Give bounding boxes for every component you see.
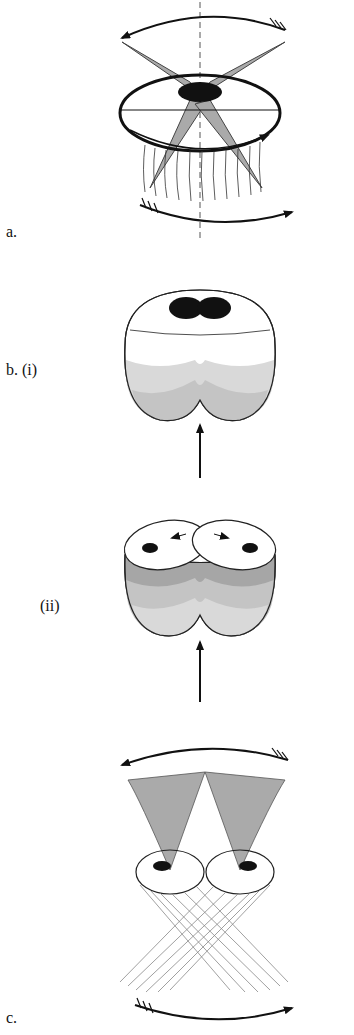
cell-shape	[120, 514, 279, 636]
ring-arrow	[130, 130, 268, 149]
panel-label: c.	[6, 1010, 17, 1026]
cilia	[120, 885, 288, 992]
ring	[120, 75, 280, 151]
arrow-feathers	[142, 198, 158, 213]
rotation-arrow	[140, 205, 292, 222]
arrow-feathers	[270, 18, 286, 30]
rotation-arrow	[122, 749, 288, 765]
panel-label: a.	[6, 224, 17, 240]
ring-line	[121, 110, 279, 111]
panel-label: (ii)	[40, 598, 60, 614]
arrow-feathers	[137, 998, 153, 1013]
split-arrow	[172, 534, 186, 538]
cell-shape	[125, 290, 275, 421]
panel-label: b. (i)	[6, 362, 37, 378]
cilia	[144, 142, 262, 201]
daughter-cells	[136, 850, 274, 894]
split-arrow	[214, 534, 228, 538]
rotation-arrow	[135, 1005, 292, 1019]
force-arrow	[199, 425, 201, 478]
arrow-feathers	[272, 748, 288, 760]
propeller-blades	[122, 42, 285, 188]
force-arrow	[199, 642, 201, 702]
axis-line	[200, 2, 201, 240]
rotation-arrow	[122, 17, 285, 38]
nucleus	[178, 82, 222, 102]
